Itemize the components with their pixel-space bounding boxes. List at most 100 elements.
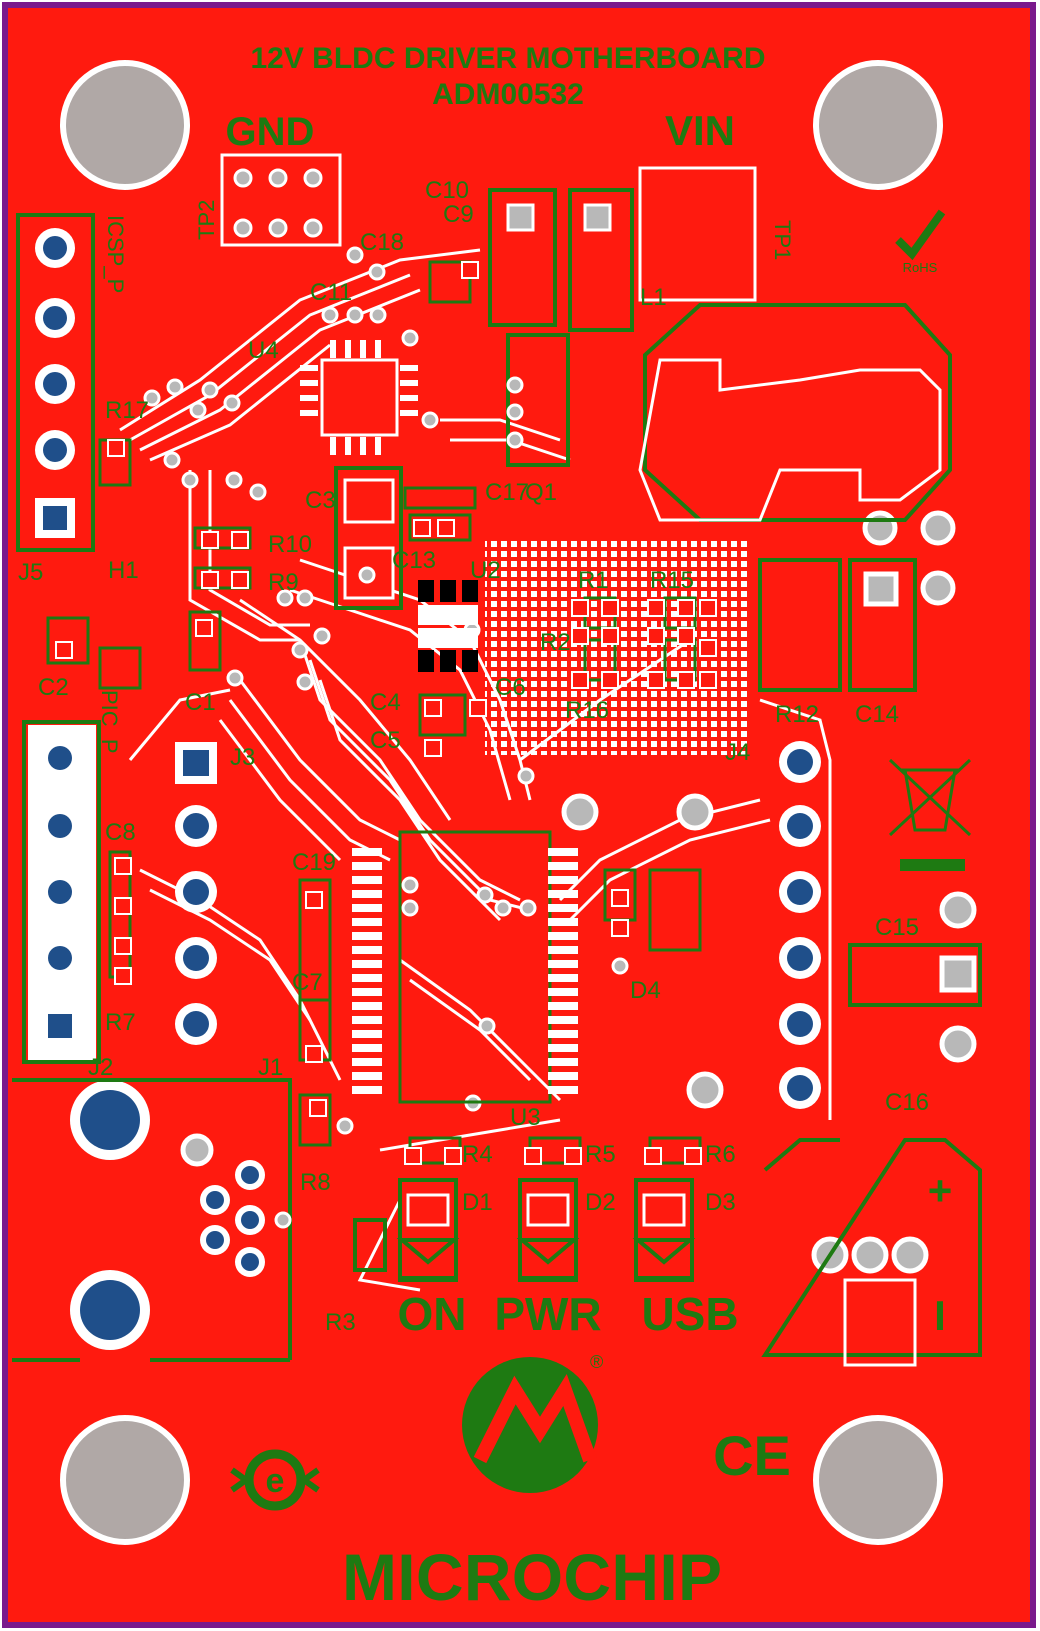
smd-pad — [309, 1099, 327, 1117]
smd-outline — [193, 526, 252, 550]
smd-pad — [677, 599, 695, 617]
ref-label-r7: R7 — [105, 1009, 136, 1036]
smd-pad — [571, 627, 589, 645]
ref-label-r12: R12 — [775, 701, 819, 728]
ref-label-r2: R2 — [540, 629, 571, 656]
smd-pad — [461, 261, 479, 279]
smd-outline — [403, 486, 477, 510]
ref-label-d4: D4 — [630, 977, 661, 1004]
crossed-bin-icon — [888, 758, 972, 837]
q1-outline — [506, 333, 570, 467]
tp2-outline — [220, 153, 342, 247]
smd-pad — [114, 937, 132, 955]
u3-pin — [352, 1086, 382, 1094]
ref-label-c15: C15 — [875, 914, 919, 941]
smd-pad — [524, 1147, 542, 1165]
ref-label-d1: D1 — [462, 1189, 493, 1216]
e-recycle-icon: e — [230, 1449, 320, 1511]
tp1-pad — [638, 166, 757, 302]
ref-label-d2: D2 — [585, 1189, 616, 1216]
j5-pins — [35, 228, 75, 538]
ref-label-j1: J1 — [258, 1054, 283, 1081]
board-part-number: ADM00532 — [432, 78, 584, 111]
c3-pad — [343, 478, 395, 524]
brand-name: MICROCHIP — [342, 1540, 722, 1614]
ref-label-c8: C8 — [105, 819, 136, 846]
led-cathodes — [396, 1238, 696, 1280]
u3-pin — [548, 1002, 578, 1010]
smd-pad — [55, 641, 73, 659]
l1-outline — [568, 188, 634, 332]
smd-pad — [601, 599, 619, 617]
smd-pad — [677, 671, 695, 689]
c13-pad — [343, 546, 395, 600]
u3-pin — [352, 890, 382, 898]
check-icon — [895, 209, 946, 261]
smd-pad — [601, 671, 619, 689]
smd-pad — [571, 671, 589, 689]
u3-pin — [352, 1030, 382, 1038]
ref-label-r6: R6 — [705, 1141, 736, 1168]
ref-label-c17: C17 — [485, 479, 529, 506]
smd-outline — [408, 513, 472, 542]
u3-pin — [352, 876, 382, 884]
u3-pin — [352, 974, 382, 982]
u3-pin — [548, 932, 578, 940]
ref-label-r4: R4 — [462, 1141, 493, 1168]
smd-pad — [469, 699, 487, 717]
ref-label-r16: R16 — [565, 697, 609, 724]
ref-label-q1: Q1 — [525, 479, 557, 506]
copper-pour-outline — [638, 358, 942, 522]
smd-pad — [201, 571, 219, 589]
u3-pin — [548, 1030, 578, 1038]
ref-label-c1: C1 — [185, 689, 216, 716]
ref-label-c9: C9 — [443, 201, 474, 228]
smd-pad — [444, 1147, 462, 1165]
smd-pad — [424, 739, 442, 757]
smd-pad — [437, 519, 455, 537]
smd-pad — [644, 1147, 662, 1165]
u3-pin — [352, 918, 382, 926]
smd-pad — [677, 627, 695, 645]
u4-chip — [320, 358, 399, 437]
smd-pad — [231, 571, 249, 589]
smd-outline — [418, 693, 467, 737]
c9-outline — [488, 188, 557, 327]
smd-pad — [571, 599, 589, 617]
smd-outline — [193, 566, 252, 590]
led-label-on: ON — [398, 1288, 467, 1340]
u3-pin — [548, 1072, 578, 1080]
ref-label-j5: J5 — [18, 559, 43, 586]
c10-pad — [506, 203, 535, 232]
ref-label-j4: J4 — [725, 739, 750, 766]
ref-label-c13: C13 — [392, 547, 436, 574]
u3-pin — [548, 848, 578, 856]
smd-pad — [424, 699, 442, 717]
c14-outline — [848, 558, 917, 692]
ref-label-r3: R3 — [325, 1309, 356, 1336]
ref-label-r17: R17 — [105, 397, 149, 424]
ref-label-c2: C2 — [38, 674, 69, 701]
smd-pad — [647, 599, 665, 617]
smd-pad — [611, 889, 629, 907]
u4-pads — [300, 340, 418, 455]
gnd-label: GND — [226, 110, 315, 154]
u3-pin — [352, 1058, 382, 1066]
u3-pin — [548, 988, 578, 996]
smd-pad — [404, 1147, 422, 1165]
j5-outline — [16, 213, 95, 552]
ref-label-r10: R10 — [268, 531, 312, 558]
smd-pad — [114, 897, 132, 915]
u3-pin — [352, 932, 382, 940]
l1-pad — [583, 203, 612, 232]
ref-label-c11: C11 — [310, 279, 352, 306]
ref-label-c7: C7 — [292, 969, 323, 996]
smd-outline — [583, 638, 617, 682]
smd-pad — [647, 671, 665, 689]
icsp-top-label: ICSP_P — [103, 215, 128, 293]
ref-label-c5: C5 — [370, 727, 401, 754]
ref-label-c4: C4 — [370, 689, 401, 716]
smd-pad — [699, 599, 717, 617]
u3-pin — [352, 1016, 382, 1024]
